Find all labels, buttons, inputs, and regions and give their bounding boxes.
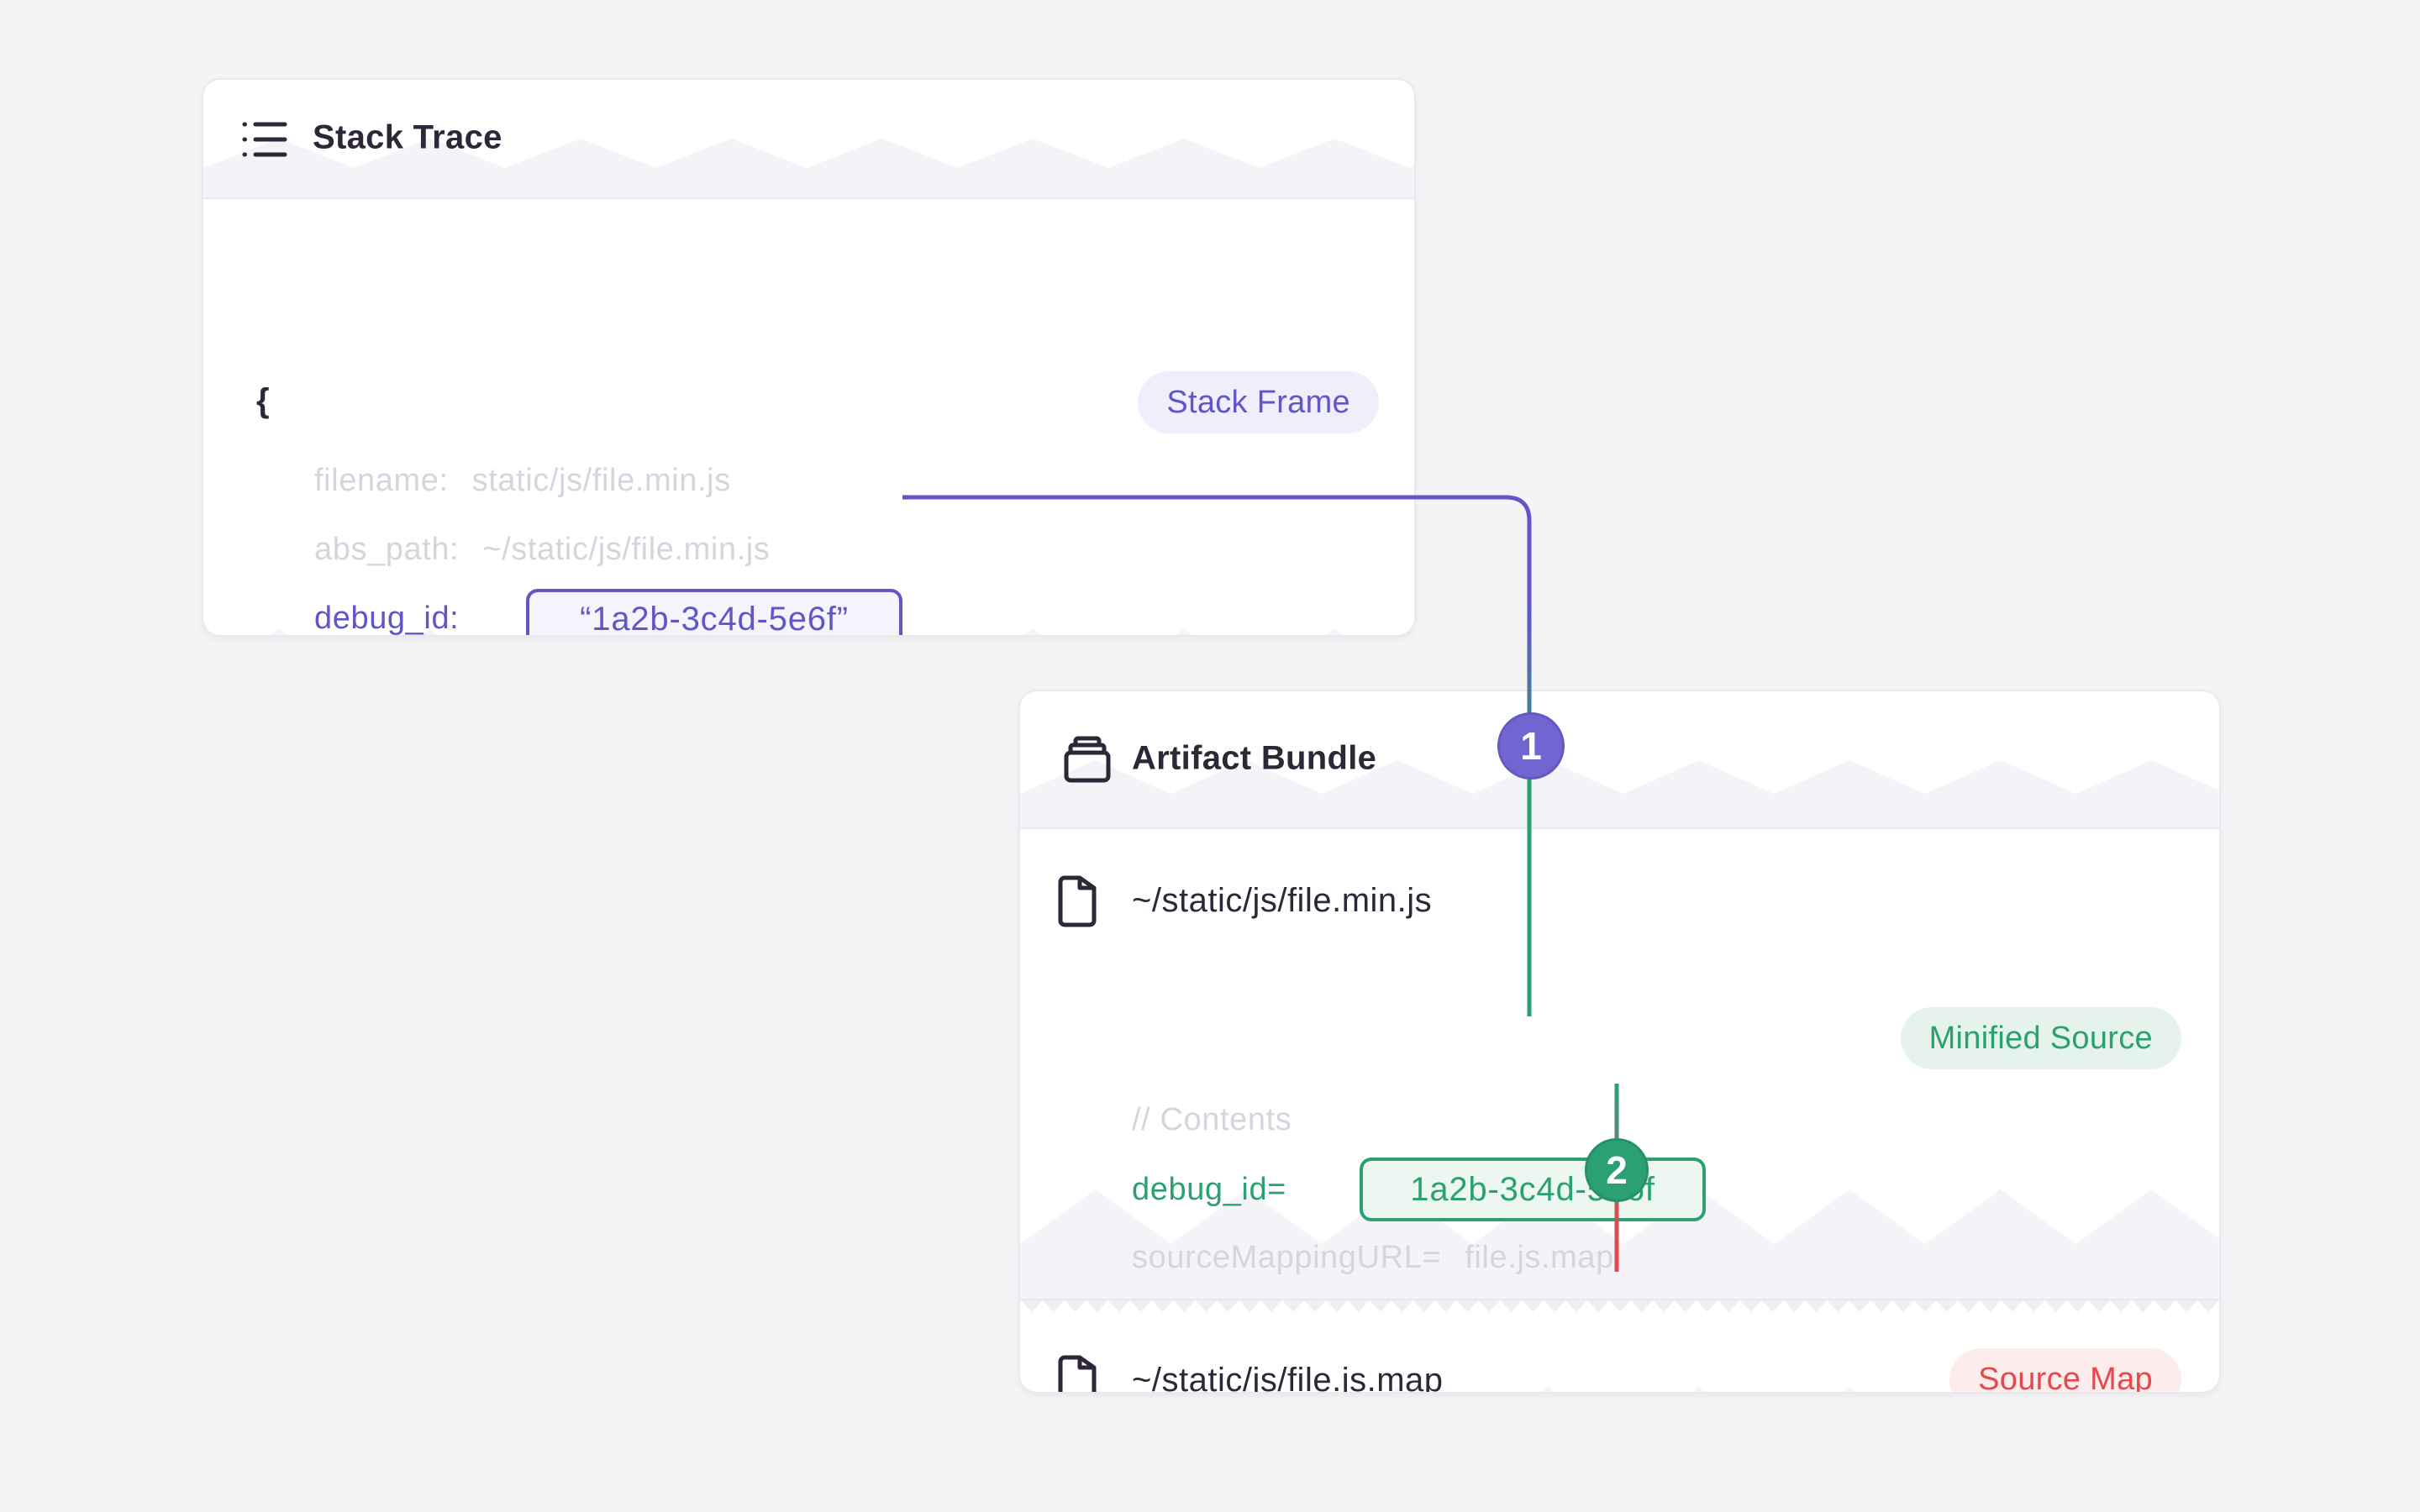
source-map-badge: Source Map — [1949, 1348, 2181, 1392]
stack-frame-badge: Stack Frame — [1138, 371, 1379, 433]
file-icon — [1054, 1355, 1099, 1392]
code-line-filename: filename: static/js/file.min.js — [314, 459, 731, 502]
code-line-abs-path: abs_path: ~/static/js/file.min.js — [314, 528, 771, 571]
list-icon — [241, 119, 290, 160]
archive-box-icon — [1062, 736, 1113, 783]
file-icon — [1054, 875, 1099, 927]
code-line-comment: // Contents — [1132, 1098, 1292, 1142]
artifact-bundle-body: ~/static/js/file.min.js Minified Source … — [1020, 829, 2219, 1394]
debug-id-value-box: “1a2b-3c4d-5e6f” — [526, 589, 902, 635]
abs-path-value: ~/static/js/file.min.js — [482, 532, 771, 567]
mountain-pattern — [1020, 1189, 2219, 1299]
code-line-bundle-debug-id: debug_id= — [1132, 1168, 1286, 1211]
artifact-bundle-title: Artifact Bundle — [1132, 739, 1377, 777]
sourcemap-file-name: ~/static/js/file.js.map — [1132, 1362, 1444, 1394]
stack-trace-card: Stack Trace Stack Frame { filename: stat… — [202, 78, 1416, 637]
abs-path-key: abs_path: — [314, 532, 460, 567]
filename-key: filename: — [314, 463, 449, 498]
minified-source-badge: Minified Source — [1900, 1007, 2181, 1069]
artifact-bundle-card: Artifact Bundle ~/static/js/file.min.js … — [1018, 690, 2221, 1394]
source-mapping-url-key: sourceMappingURL= — [1132, 1240, 1442, 1275]
minified-file-name: ~/static/js/file.min.js — [1132, 882, 1433, 919]
step-1-marker: 1 — [1497, 712, 1565, 780]
serrated-edge — [1020, 1300, 2219, 1312]
bundle-debug-id-key: debug_id= — [1132, 1172, 1286, 1207]
artifact-bundle-header: Artifact Bundle — [1020, 691, 2219, 829]
mountain-pattern — [203, 139, 1414, 197]
contents-comment: // Contents — [1132, 1102, 1292, 1137]
stack-trace-title: Stack Trace — [313, 118, 502, 156]
step-2-marker: 2 — [1585, 1138, 1649, 1202]
debug-id-key: debug_id: — [314, 601, 460, 636]
filename-value: static/js/file.min.js — [471, 463, 731, 498]
bundle-debug-id-value-box: 1a2b-3c4d-5e6f — [1360, 1158, 1706, 1221]
code-line-source-mapping-url: sourceMappingURL= file.js.map — [1132, 1236, 1614, 1279]
code-line-debug-id: debug_id: — [314, 596, 460, 636]
open-brace: { — [256, 382, 271, 419]
stack-trace-header: Stack Trace — [203, 80, 1414, 199]
section-divider — [1020, 1299, 2219, 1300]
source-mapping-url-value: file.js.map — [1465, 1240, 1614, 1275]
stack-trace-body: Stack Frame { filename: static/js/file.m… — [203, 199, 1414, 636]
